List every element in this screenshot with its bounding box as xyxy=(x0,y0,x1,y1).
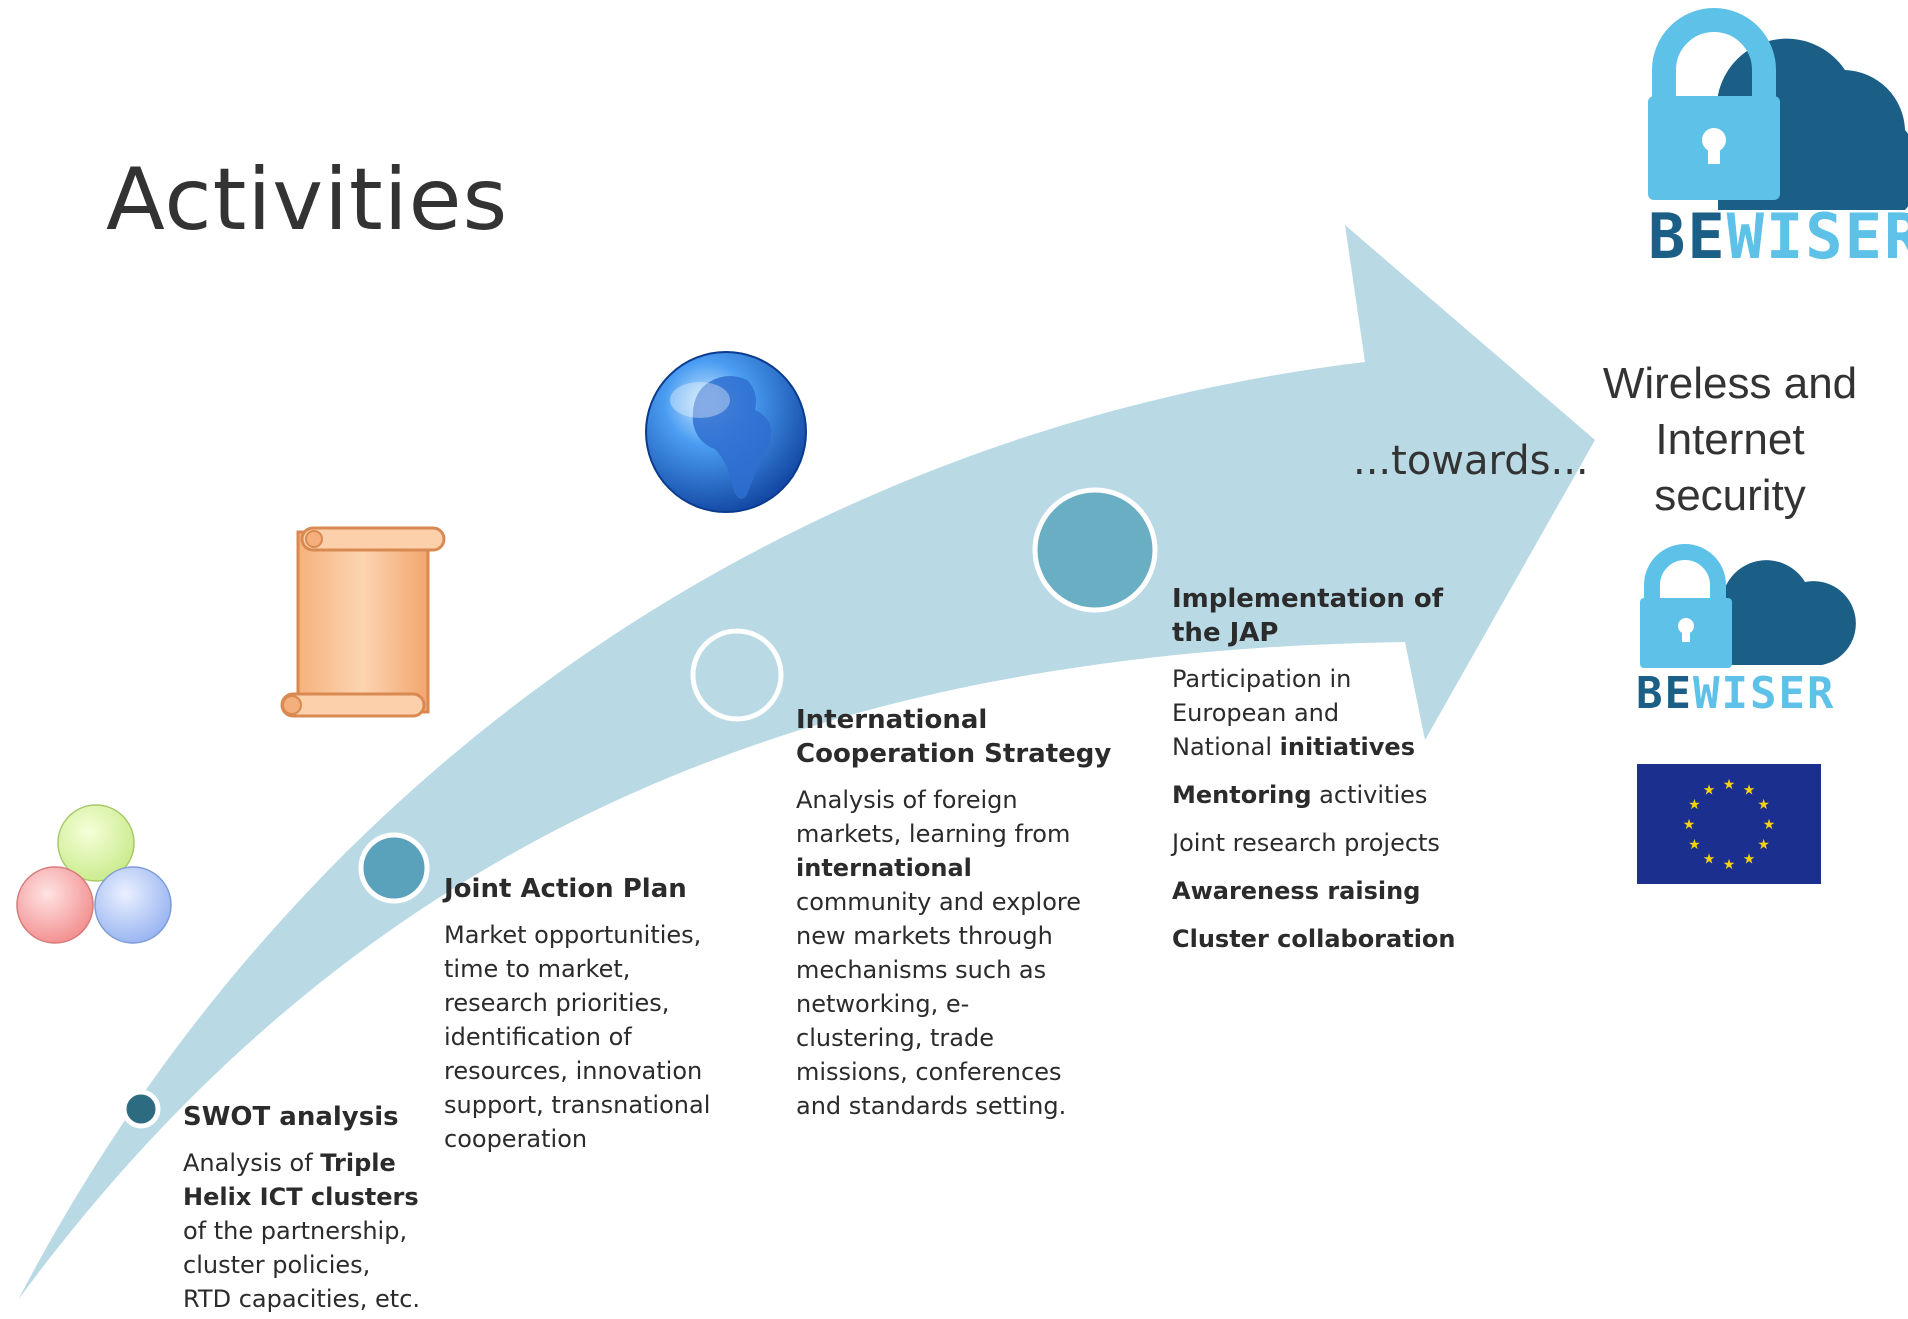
target-label: Wireless and Internet security xyxy=(1602,359,1858,520)
stage-swot: SWOT analysis Analysis of Triple Helix I… xyxy=(183,1100,443,1316)
stage-heading: Implementation of the JAP xyxy=(1172,584,1444,648)
stage-jap: Joint Action Plan Market opportunities, … xyxy=(444,872,754,1156)
jap-dot xyxy=(358,832,430,904)
stage-heading: SWOT analysis xyxy=(183,1102,399,1132)
eu-star-icon: ★ xyxy=(1703,781,1716,797)
stage-ics: International Cooperation Strategy Analy… xyxy=(796,703,1116,1123)
eu-star-icon: ★ xyxy=(1688,796,1701,812)
venn-circles-icon xyxy=(16,804,172,944)
stage-body: Analysis of Triple Helix ICT clusters of… xyxy=(183,1149,421,1313)
lock-cloud-logo-small xyxy=(1640,544,1856,668)
eu-star-icon: ★ xyxy=(1757,836,1770,852)
stage-heading: Joint Action Plan xyxy=(444,874,687,904)
eu-star-icon: ★ xyxy=(1723,856,1736,872)
scroll-icon xyxy=(280,526,446,718)
swot-dot xyxy=(121,1089,161,1129)
ics-dot xyxy=(690,628,784,722)
stage-items: Mentoring activities Joint research proj… xyxy=(1172,781,1456,953)
eu-star-icon: ★ xyxy=(1688,836,1701,852)
progress-arrow xyxy=(18,225,1595,1300)
bewiser-logo-text-small: BEWISER xyxy=(1636,668,1836,719)
eu-flag-icon: ★★★★★★★★★★★★ xyxy=(1637,764,1821,884)
globe-icon xyxy=(645,351,807,513)
lock-cloud-logo xyxy=(1648,8,1908,210)
impl-dot xyxy=(1032,487,1158,613)
towards-label: ...towards... xyxy=(1353,438,1589,484)
eu-star-icon: ★ xyxy=(1743,781,1756,797)
stage-implementation: Implementation of the JAP Participation … xyxy=(1172,582,1492,956)
eu-star-icon: ★ xyxy=(1763,816,1776,832)
stage-body: Market opportunities, time to market, re… xyxy=(444,921,711,1153)
eu-star-icon: ★ xyxy=(1757,796,1770,812)
bewiser-logo-text: BEWISER xyxy=(1648,200,1908,273)
stage-heading: International Cooperation Strategy xyxy=(796,705,1112,769)
eu-star-icon: ★ xyxy=(1683,816,1696,832)
eu-star-icon: ★ xyxy=(1743,851,1756,867)
eu-star-icon: ★ xyxy=(1703,851,1716,867)
page-title: Activities xyxy=(106,150,509,250)
stage-participation: Participation in European and National i… xyxy=(1172,665,1415,761)
stage-body: Analysis of foreign markets, learning fr… xyxy=(796,786,1081,1120)
eu-star-icon: ★ xyxy=(1723,776,1736,792)
